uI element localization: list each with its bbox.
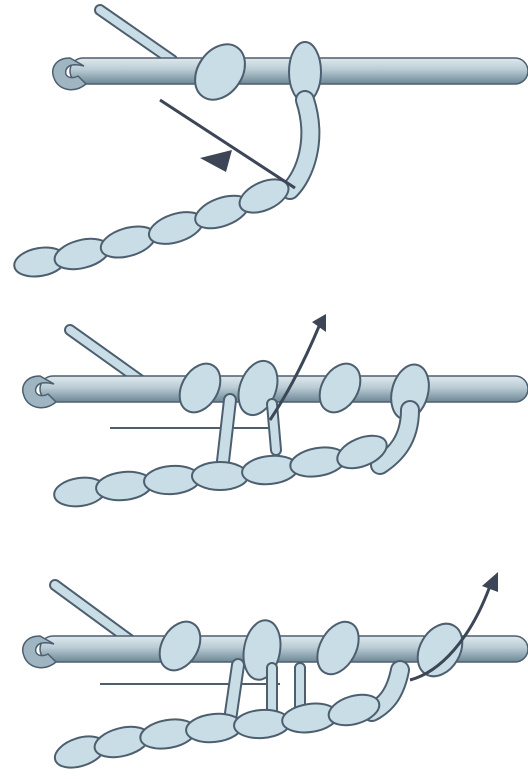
- step-1-panel: [12, 10, 528, 280]
- foundation-chain: [51, 689, 383, 773]
- step-2-panel: [23, 314, 528, 509]
- direction-arrow: [160, 100, 295, 188]
- direction-arrow: [270, 314, 326, 420]
- foundation-chain: [12, 173, 293, 281]
- step-3-panel: [23, 572, 528, 773]
